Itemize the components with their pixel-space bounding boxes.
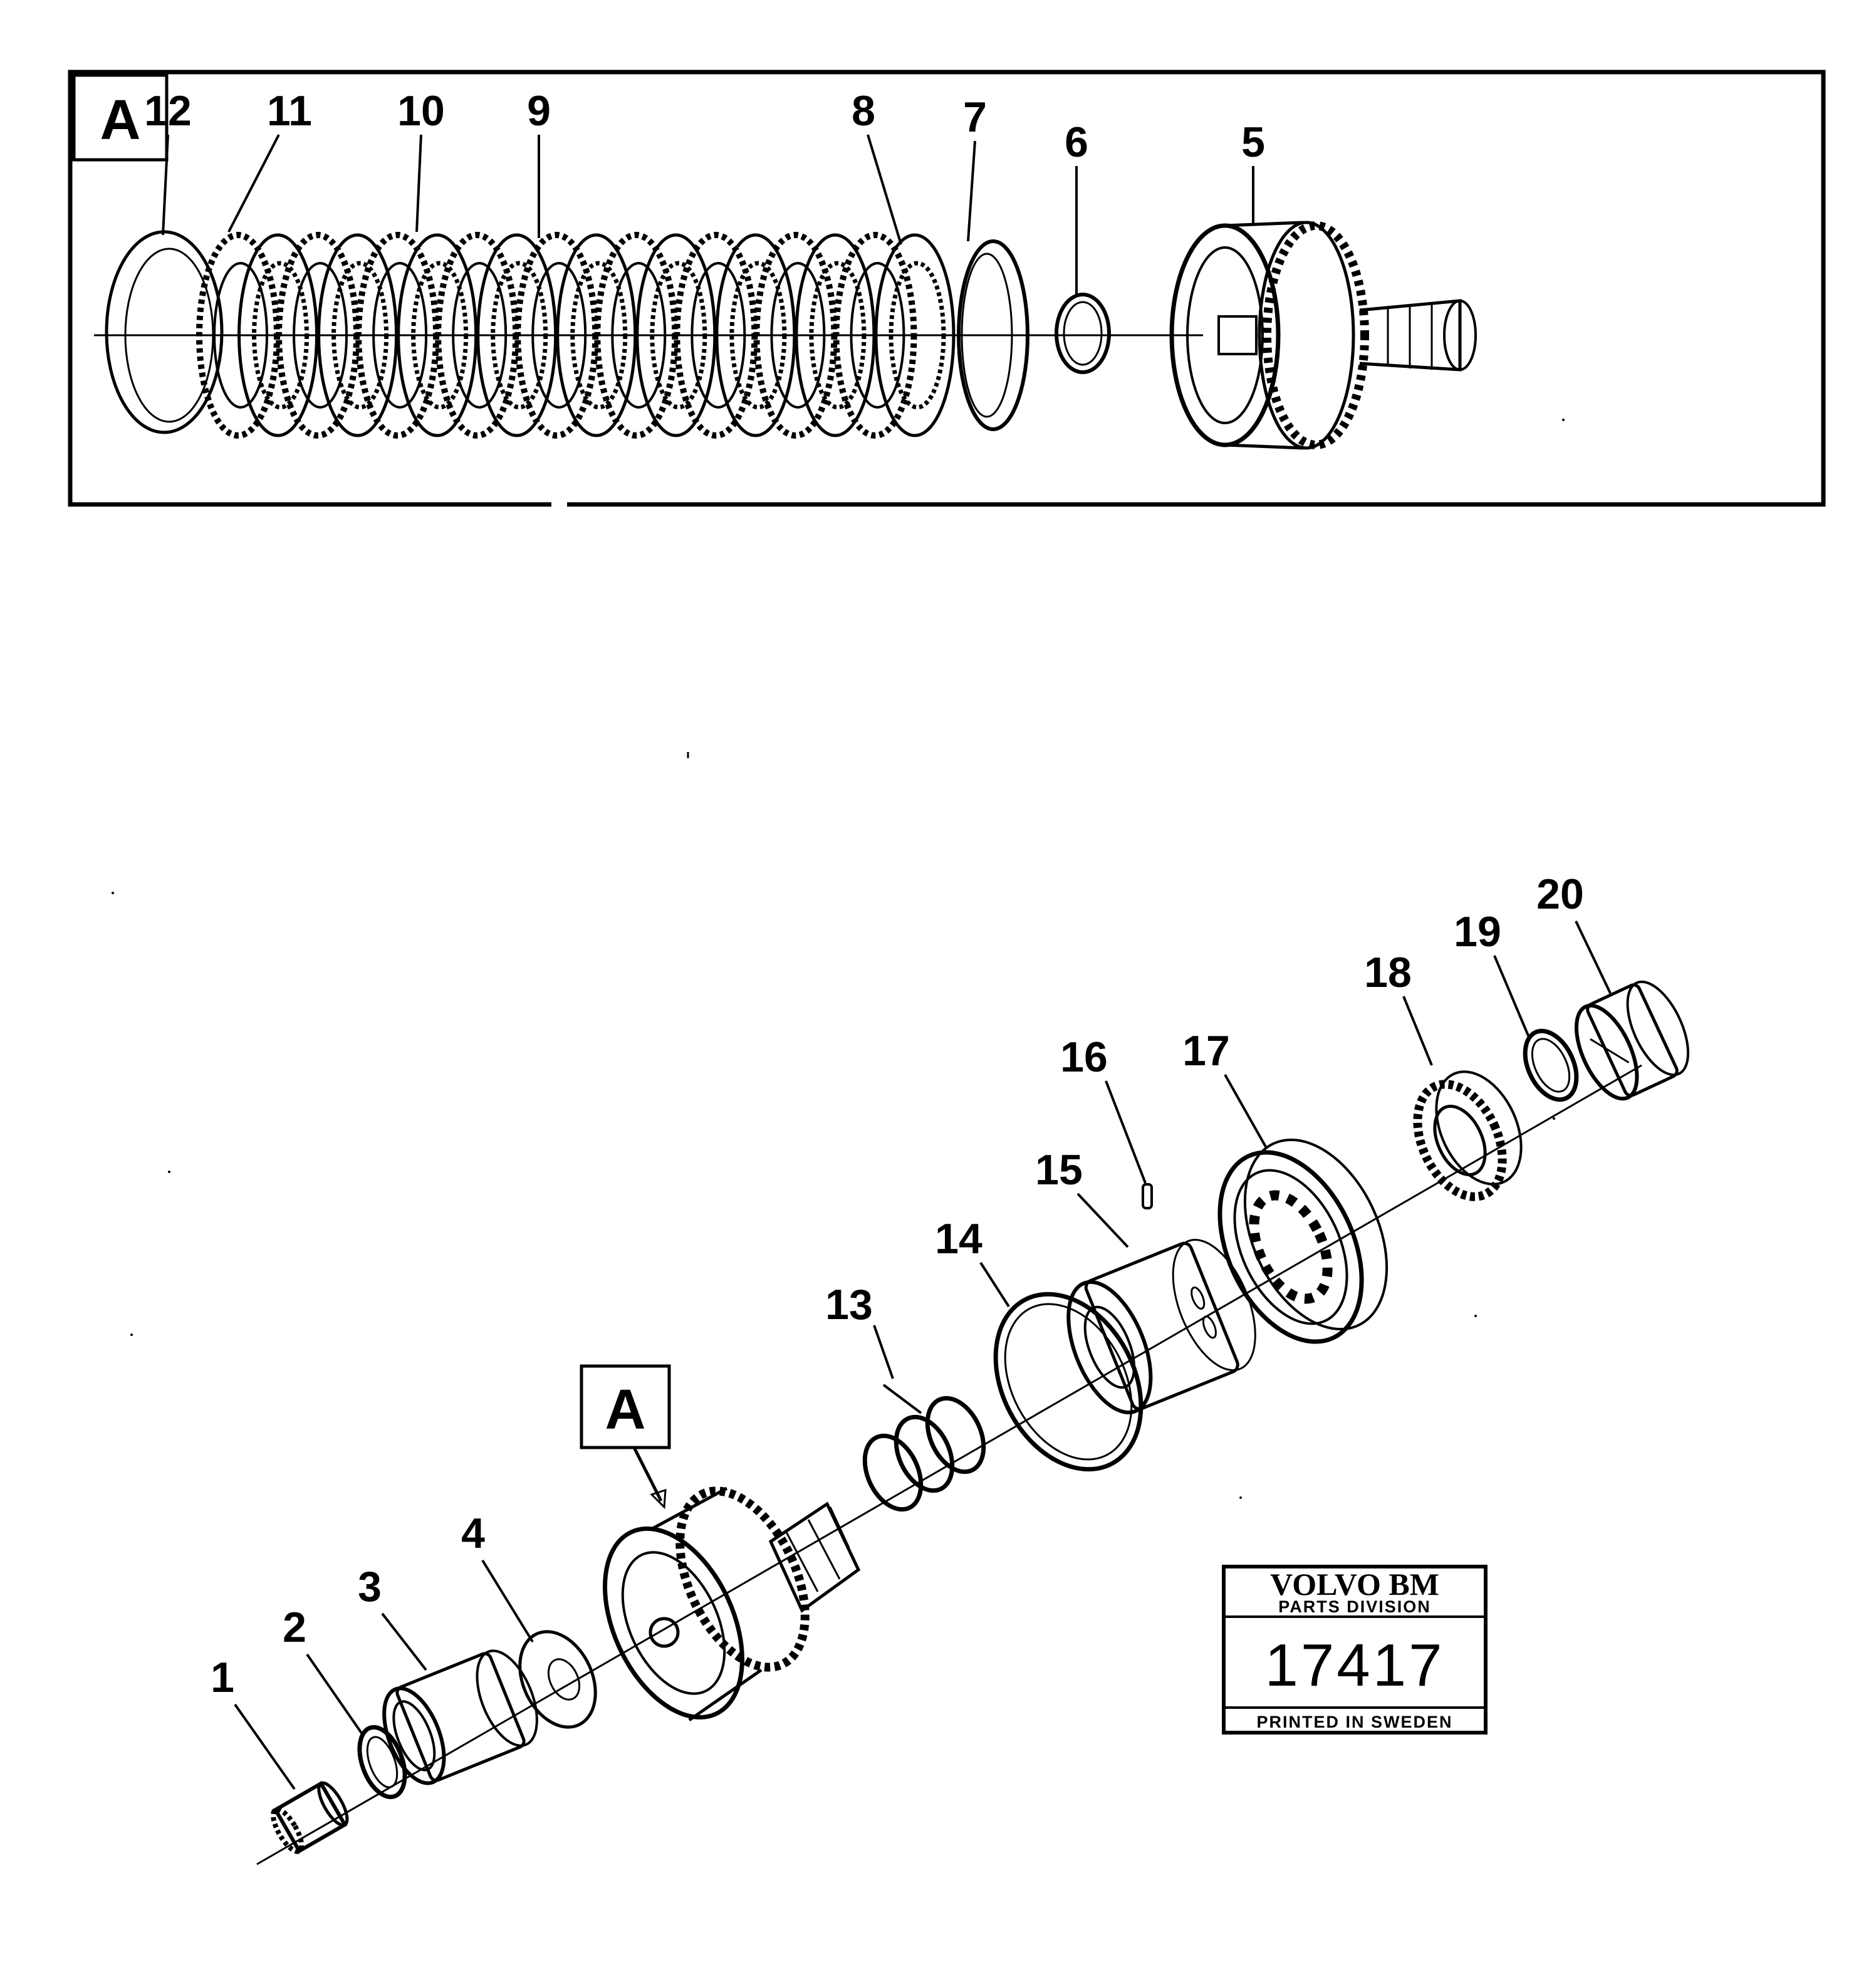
stamp-frame (1222, 1565, 1488, 1735)
part-2-snap-ring (357, 1725, 407, 1800)
main-exploded-view: A (211, 870, 1690, 1865)
callout-18: 18 (1364, 949, 1412, 996)
part-1-needle-bearing (271, 1780, 349, 1854)
detail-callouts: 12 11 10 9 8 7 6 5 (144, 87, 1265, 295)
clutch-disc (556, 233, 637, 437)
callout-4: 4 (461, 1510, 485, 1557)
part-20-sleeve (1574, 980, 1690, 1101)
detail-view-a: A (68, 70, 1826, 508)
clutch-disc-bore (491, 261, 548, 410)
callout-3: 3 (358, 1563, 382, 1610)
callout-19: 19 (1454, 908, 1501, 956)
clutch-disc-bore (650, 261, 707, 410)
clutch-disc (833, 232, 917, 439)
clutch-disc-bore (331, 261, 389, 410)
part-4-thrust-washer (518, 1630, 597, 1729)
stamp-number: 17417 (1265, 1632, 1445, 1699)
clutch-disc-bore (770, 262, 826, 409)
part-16-pin (1142, 1183, 1153, 1209)
clutch-disc-bore (570, 261, 628, 410)
clutch-disc-bore (690, 262, 746, 409)
clutch-disc-bore (850, 262, 905, 409)
callout-5: 5 (1241, 118, 1265, 166)
callout-8: 8 (852, 87, 875, 135)
callout-13: 13 (825, 1281, 873, 1328)
callout-12: 12 (144, 87, 192, 135)
part-5-clutch-drum (1169, 221, 1477, 450)
callout-20: 20 (1536, 870, 1584, 918)
assembly-a-leader (632, 1446, 663, 1502)
stamp-division: PARTS DIVISION (1278, 1597, 1431, 1616)
part-7-ring (957, 239, 1029, 431)
parts-division-stamp: VOLVO BM PARTS DIVISION 17417 PRINTED IN… (1222, 1565, 1488, 1735)
clutch-disc (317, 233, 399, 437)
detail-frame (68, 70, 1826, 507)
clutch-disc-bore (372, 262, 428, 409)
clutch-disc-bore (611, 262, 667, 409)
detail-label-box (72, 73, 169, 162)
clutch-disc-bore (411, 261, 469, 410)
clutch-disc (635, 233, 717, 437)
callout-14: 14 (935, 1215, 982, 1263)
callout-1: 1 (211, 1654, 234, 1701)
clutch-disc-bore (452, 262, 508, 409)
clutch-disc-bore (531, 262, 587, 409)
print-specks (112, 419, 1565, 1499)
callout-17: 17 (1182, 1027, 1230, 1075)
callout-9: 9 (527, 87, 551, 135)
clutch-disc-bore (888, 261, 946, 410)
stamp-footer: PRINTED IN SWEDEN (1256, 1713, 1452, 1731)
clutch-disc (715, 233, 796, 437)
clutch-disc-bore (293, 262, 348, 409)
stamp-brand: VOLVO BM (1270, 1567, 1439, 1602)
part-18-gear (1413, 1070, 1523, 1201)
clutch-disc-bore (729, 261, 787, 410)
part-12-snap-ring (105, 230, 224, 434)
clutch-disc (476, 233, 558, 437)
callout-2: 2 (283, 1604, 306, 1651)
callout-10: 10 (397, 87, 445, 135)
clutch-assembly-a (603, 1486, 861, 1722)
part-13-sealing-rings (862, 1396, 986, 1512)
part-19-snap-ring (1523, 1028, 1579, 1102)
part-17-ball-bearing (1217, 1138, 1389, 1344)
clutch-disc-bore (252, 261, 310, 410)
callout-16: 16 (1060, 1033, 1108, 1081)
part-6-o-ring (1055, 293, 1111, 374)
clutch-disc (397, 233, 478, 437)
callout-7: 7 (963, 93, 987, 141)
part-15-housing (1066, 1238, 1256, 1415)
clutch-disc-stack (196, 232, 956, 439)
callout-11: 11 (267, 87, 312, 135)
clutch-disc (237, 233, 319, 437)
assembly-a-label-box (580, 1364, 671, 1449)
main-callouts: 1 2 3 4 13 14 15 16 17 18 19 20 (211, 870, 1612, 1790)
callout-6: 6 (1065, 118, 1088, 166)
clutch-disc (795, 233, 876, 437)
part-3-bearing (382, 1649, 538, 1785)
clutch-disc-bore (213, 262, 268, 409)
clutch-disc (874, 233, 956, 437)
assembly-a-label: A (605, 1379, 646, 1441)
clutch-disc-bore (809, 261, 867, 410)
detail-label: A (100, 89, 141, 152)
callout-15: 15 (1035, 1146, 1083, 1194)
part-14-snap-ring (993, 1291, 1144, 1472)
